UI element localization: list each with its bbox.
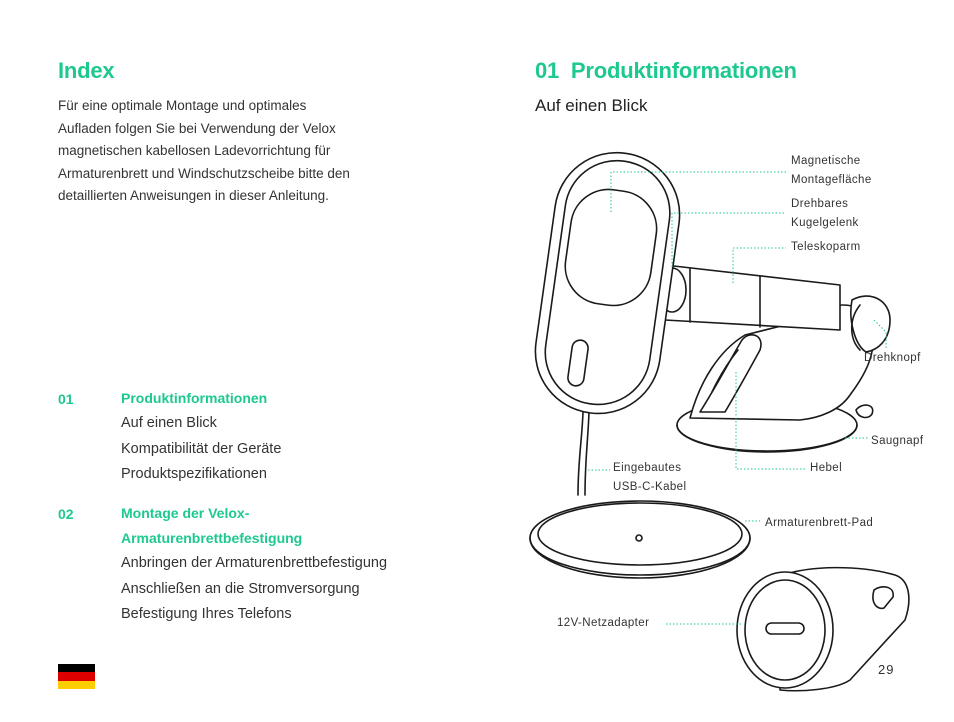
rotary-knob bbox=[850, 295, 891, 353]
label-telescopic-arm: Teleskoparm bbox=[791, 241, 861, 253]
usb-cable bbox=[577, 411, 584, 496]
lever bbox=[699, 334, 762, 413]
german-flag-icon bbox=[58, 664, 95, 689]
toc-heading[interactable]: Produktinformationen bbox=[121, 390, 268, 406]
label-car-adapter: 12V-Netzadapter bbox=[557, 617, 650, 629]
label-line: Drehbares bbox=[791, 198, 849, 210]
toc-section-02: Montage der Velox- Armaturenbrettbefesti… bbox=[121, 501, 461, 628]
index-title: Index bbox=[58, 58, 115, 83]
label-ball-joint: Drehbares Kugelgelenk bbox=[791, 195, 859, 233]
label-lever: Hebel bbox=[810, 462, 843, 474]
toc-number-01: 01 bbox=[58, 391, 74, 407]
toc-section-01: Produktinformationen Auf einen Blick Kom… bbox=[121, 386, 461, 488]
section-title-text: Produktinformationen bbox=[570, 58, 797, 83]
intro-line: detaillierten Anweisungen in dieser Anle… bbox=[58, 188, 329, 203]
label-line: Magnetische bbox=[791, 155, 861, 167]
section-number: 01 bbox=[535, 58, 560, 83]
page-number: 29 bbox=[878, 662, 895, 677]
suction-tab bbox=[855, 404, 874, 419]
label-line: USB-C-Kabel bbox=[613, 481, 687, 493]
toc-heading[interactable]: Armaturenbrettbefestigung bbox=[121, 530, 303, 546]
toc-item[interactable]: Anschließen an die Stromversorgung bbox=[121, 580, 360, 597]
telescopic-arm bbox=[664, 264, 841, 331]
toc-item[interactable]: Produktspezifikationen bbox=[121, 466, 267, 482]
label-dashboard-pad: Armaturenbrett-Pad bbox=[765, 517, 874, 529]
dashboard-pad bbox=[529, 500, 751, 576]
intro-line: Armaturenbrett und Windschutzscheibe bit… bbox=[58, 165, 350, 181]
toc-heading[interactable]: Montage der Velox- bbox=[121, 505, 250, 521]
toc-item[interactable]: Befestigung Ihres Telefons bbox=[121, 606, 292, 622]
subtitle: Auf einen Blick bbox=[535, 96, 648, 115]
label-line: Kugelgelenk bbox=[791, 217, 859, 229]
label-usb-cable: Eingebautes USB-C-Kabel bbox=[613, 459, 686, 497]
label-magnetic-mount: Magnetische Montagefläche bbox=[791, 152, 872, 190]
label-line: Eingebautes bbox=[613, 462, 682, 474]
magnetic-head bbox=[534, 151, 681, 415]
usb-c-port bbox=[765, 622, 805, 635]
label-rotary-knob: Drehknopf bbox=[864, 352, 921, 364]
toc-item[interactable]: Kompatibilität der Geräte bbox=[121, 440, 282, 457]
toc-item[interactable]: Auf einen Blick bbox=[121, 415, 217, 431]
label-suction-cup: Saugnapf bbox=[871, 435, 924, 447]
intro-paragraph: Für eine optimale Montage und optimales … bbox=[58, 95, 428, 208]
magnetic-surface bbox=[564, 188, 658, 307]
intro-line: magnetischen kabellosen Ladevorrichtung … bbox=[58, 143, 331, 158]
label-line: Montagefläche bbox=[791, 174, 872, 186]
intro-line: Für eine optimale Montage und optimales bbox=[58, 98, 307, 113]
toc-number-02: 02 bbox=[58, 506, 74, 522]
intro-line: Aufladen folgen Sie bei Verwendung der V… bbox=[58, 120, 336, 136]
toc-item[interactable]: Anbringen der Armaturenbrettbefestigung bbox=[121, 555, 388, 571]
section-title: 01 Produktinformationen bbox=[535, 58, 797, 84]
